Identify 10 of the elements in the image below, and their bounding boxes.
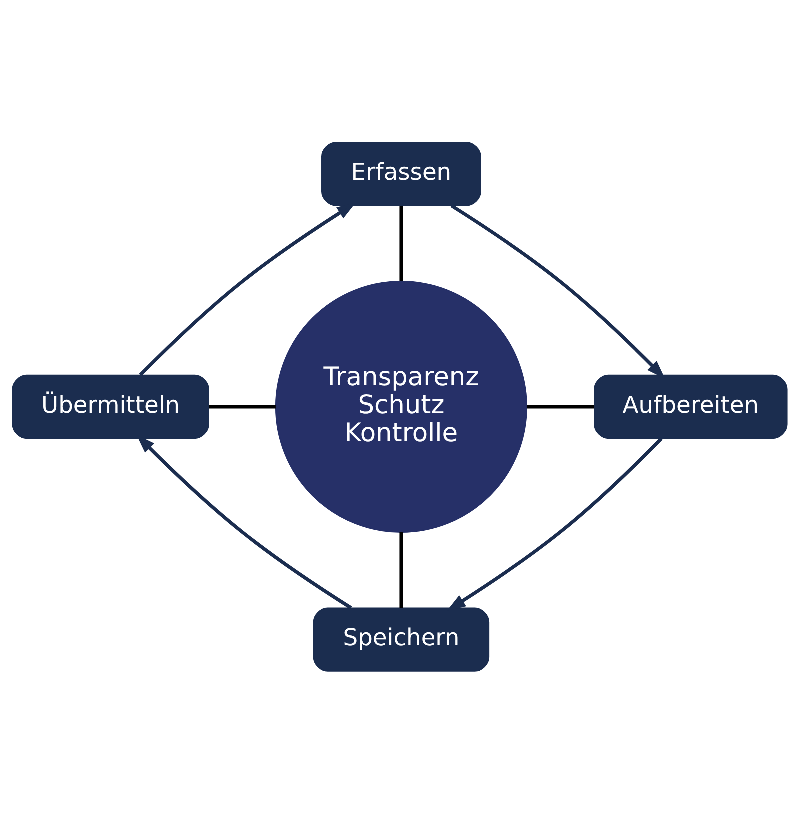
node-box: Speichern [313, 608, 490, 672]
node-box: Übermitteln [12, 374, 210, 440]
connector [400, 206, 404, 282]
connector [526, 405, 595, 409]
arrow [139, 203, 356, 376]
connector [209, 405, 276, 409]
node-box: Aufbereiten [594, 374, 788, 440]
node-box: Erfassen [322, 142, 482, 206]
node-circle: Transparenz Schutz Kontrolle [275, 281, 528, 533]
connector [400, 532, 404, 608]
